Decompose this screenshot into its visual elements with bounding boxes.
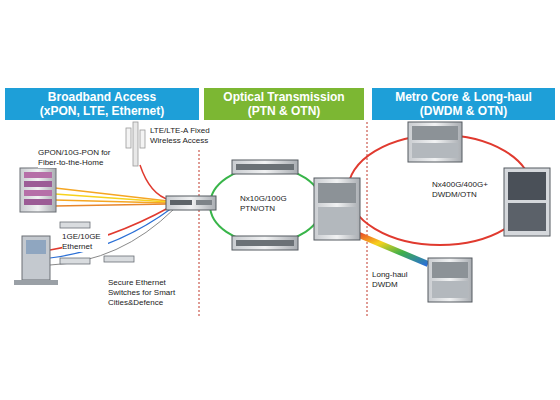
long-haul-link xyxy=(352,232,428,264)
section-header: Optical Transmission(PTN & OTN) xyxy=(204,88,364,120)
device-label: GPON/10G-PON for Fiber-to-the-Home xyxy=(38,148,120,168)
header-title: Optical Transmission xyxy=(208,90,360,104)
server-tower xyxy=(14,236,58,285)
header-title: Metro Core & Long-haul xyxy=(376,90,551,104)
ring-label: Nx400G/400G+ DWDM/OTN xyxy=(432,180,498,200)
gpon-device xyxy=(20,168,56,212)
dwdm-chassis xyxy=(408,122,462,162)
long-haul-chassis xyxy=(428,258,472,302)
header-subtitle: (PTN & OTN) xyxy=(208,104,360,118)
pon-fibre xyxy=(55,200,168,203)
section-divider xyxy=(199,150,200,318)
aggregation-switch xyxy=(166,196,216,210)
pon-fibre xyxy=(55,194,168,202)
ethernet-switch xyxy=(60,222,134,264)
ptn-ring xyxy=(210,167,322,243)
ring-label: Nx10G/100G PTN/OTN xyxy=(240,194,296,214)
otn-chassis xyxy=(314,178,360,240)
dwdm-rack xyxy=(504,168,550,236)
section-divider xyxy=(367,122,368,318)
section-header: Metro Core & Long-haul(DWDM & OTN) xyxy=(372,88,555,120)
ethernet-link xyxy=(50,209,174,265)
device-label: 1GE/10GE Ethernet xyxy=(62,232,108,252)
section-header: Broadband Access(xPON, LTE, Ethernet) xyxy=(5,88,199,120)
link-label: Long-haul DWDM xyxy=(372,270,422,290)
header-title: Broadband Access xyxy=(9,90,195,104)
ethernet-link xyxy=(50,208,172,258)
pon-fibre xyxy=(55,188,168,201)
header-subtitle: (DWDM & OTN) xyxy=(376,104,551,118)
header-subtitle: (xPON, LTE, Ethernet) xyxy=(9,104,195,118)
ptn-device xyxy=(232,160,298,250)
wireless-link xyxy=(140,165,170,200)
lte-antenna xyxy=(126,122,145,166)
pon-fibre xyxy=(55,204,168,206)
device-label: Secure Ethernet Switches for Smart Citie… xyxy=(108,278,194,308)
device-label: LTE/LTE-A Fixed Wireless Access xyxy=(150,126,236,146)
